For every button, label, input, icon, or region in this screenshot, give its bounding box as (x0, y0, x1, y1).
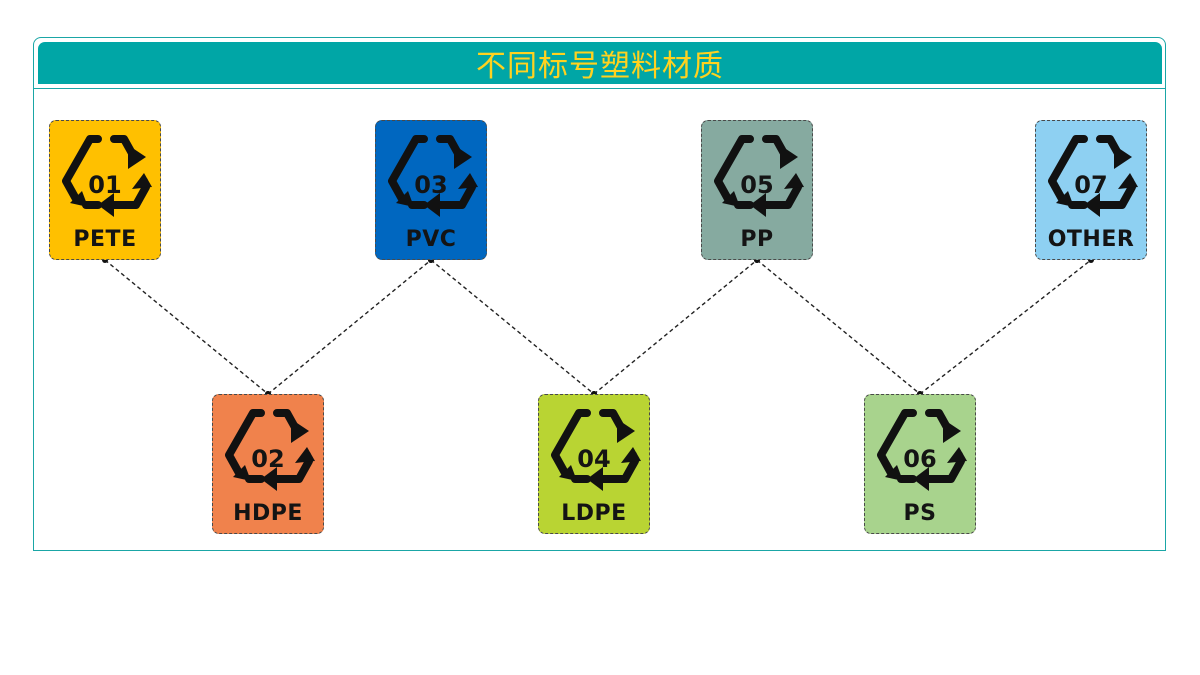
card-code: PETE (73, 227, 137, 252)
card-01: 01 PETE (49, 120, 161, 260)
card-code: PP (740, 227, 774, 252)
recycle-triangle-icon (877, 409, 967, 491)
card-number: 06 (903, 445, 937, 473)
page-title: 不同标号塑料材质 (476, 49, 724, 84)
card-code: LDPE (561, 501, 627, 526)
title-bar: 不同标号塑料材质 (38, 42, 1162, 84)
recycle-triangle-icon (388, 135, 478, 217)
connector-line (104, 259, 269, 395)
card-03: 03 PVC (375, 120, 487, 260)
card-code: PVC (405, 227, 457, 252)
connector-line (430, 259, 595, 395)
connector-line (267, 259, 432, 395)
card-number: 05 (740, 171, 774, 199)
card-code: HDPE (233, 501, 303, 526)
title-divider (33, 88, 1166, 89)
card-number: 07 (1074, 171, 1108, 199)
card-code: OTHER (1047, 227, 1135, 252)
card-number: 02 (251, 445, 285, 473)
card-number: 01 (88, 171, 122, 199)
card-02: 02 HDPE (212, 394, 324, 534)
card-number: 03 (414, 171, 448, 199)
connector-line (919, 259, 1092, 395)
materials-panel (33, 37, 1166, 551)
card-04: 04 LDPE (538, 394, 650, 534)
recycle-triangle-icon (62, 135, 152, 217)
card-06: 06 PS (864, 394, 976, 534)
recycle-triangle-icon (551, 409, 641, 491)
card-code: PS (903, 501, 937, 526)
recycle-triangle-icon (1048, 135, 1138, 217)
card-05: 05 PP (701, 120, 813, 260)
connector-line (756, 259, 921, 395)
recycle-triangle-icon (714, 135, 804, 217)
card-number: 04 (577, 445, 611, 473)
recycle-triangle-icon (225, 409, 315, 491)
card-07: 07 OTHER (1035, 120, 1147, 260)
connector-line (593, 259, 758, 395)
